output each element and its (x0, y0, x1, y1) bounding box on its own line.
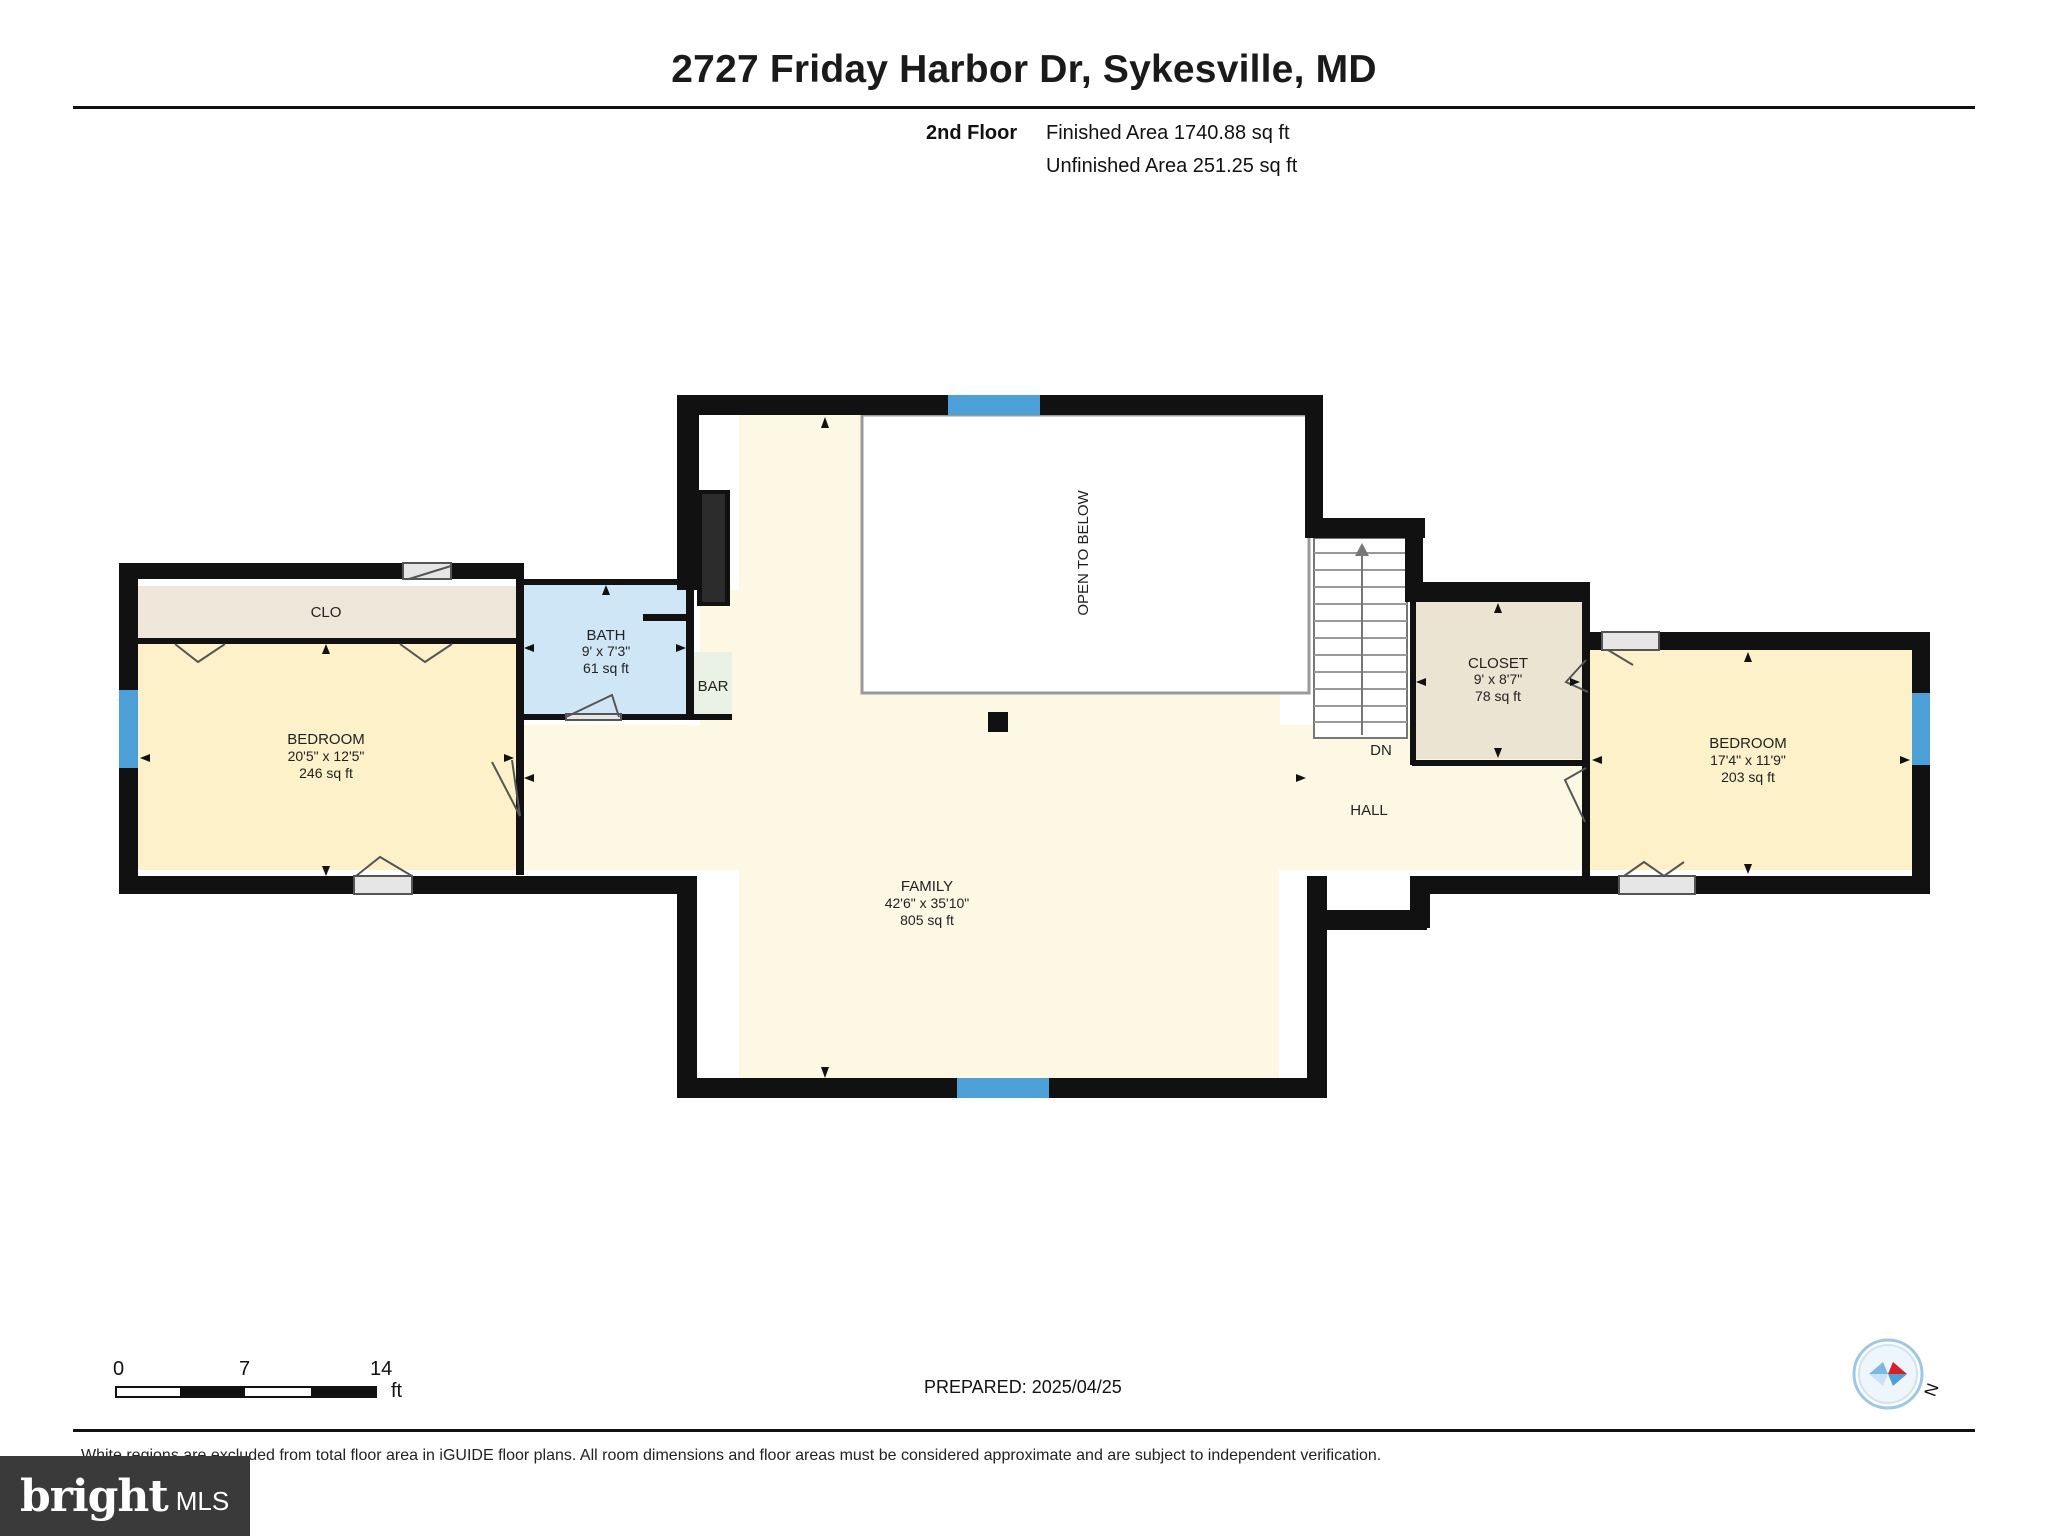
brand-word: bright (20, 1470, 169, 1522)
open-to-below-label: OPEN TO BELOW (1075, 490, 1092, 616)
scale-tick-0: 0 (113, 1358, 125, 1380)
bedroom-right-area-text: 203 sq ft (1721, 769, 1775, 785)
bath-dims: 9' x 7'3" (582, 643, 630, 659)
bedroom-left-area-text: 246 sq ft (299, 765, 353, 781)
doors (174, 562, 1696, 895)
bedroom-left-dims: 20'5" x 12'5" (288, 748, 365, 764)
floor-label: 2nd Floor (926, 122, 1018, 144)
bar-area (694, 652, 732, 716)
closet-area-text: 78 sq ft (1475, 688, 1521, 704)
family-dims: 42'6" x 35'10" (885, 895, 970, 911)
page-title: 2727 Friday Harbor Dr, Sykesville, MD (671, 48, 1377, 91)
scale-unit: ft (391, 1380, 403, 1402)
bedroom-right-dims: 17'4" x 11'9" (1710, 752, 1786, 768)
scale-bar (115, 1386, 377, 1398)
footer-rule (73, 1429, 1975, 1432)
family-name: FAMILY (901, 878, 953, 895)
bar-label: BAR (698, 678, 729, 695)
brand-suffix: MLS (175, 1485, 230, 1516)
bedroom-right-area (1590, 650, 1912, 870)
clo-label: CLO (311, 604, 342, 621)
bath-name: BATH (587, 627, 626, 644)
closet-dims: 9' x 8'7" (1474, 671, 1522, 687)
bedroom-left-name: BEDROOM (287, 731, 365, 748)
stairs (1313, 537, 1408, 739)
bath-area (522, 585, 690, 715)
closet-name: CLOSET (1468, 655, 1528, 672)
scale-tick-14: 14 (370, 1358, 393, 1380)
bright-mls-logo: bright MLS (0, 1456, 250, 1536)
bedroom-left-area (138, 643, 518, 870)
clo-area (138, 586, 516, 639)
prepared-date: PREPARED: 2025/04/25 (924, 1377, 1122, 1397)
title-rule (73, 106, 1975, 109)
compass-icon (1852, 1338, 1924, 1410)
dimension-markers (140, 417, 1910, 1078)
bedroom-right-name: BEDROOM (1709, 735, 1787, 752)
bath-area-text: 61 sq ft (583, 660, 629, 676)
scale-tick-7: 7 (239, 1358, 251, 1380)
open-to-below-area (860, 413, 1311, 695)
windows (119, 395, 1930, 1098)
disclaimer: White regions are excluded from total fl… (81, 1447, 1382, 1464)
hall-label: HALL (1350, 802, 1388, 819)
unfinished-area: Unfinished Area 251.25 sq ft (1046, 155, 1298, 177)
finished-area: Finished Area 1740.88 sq ft (1046, 122, 1290, 144)
closet-area (1414, 601, 1582, 759)
compass: N (1852, 1334, 1943, 1429)
stairs-dn-label: DN (1370, 742, 1392, 759)
family-area-text: 805 sq ft (900, 912, 954, 928)
